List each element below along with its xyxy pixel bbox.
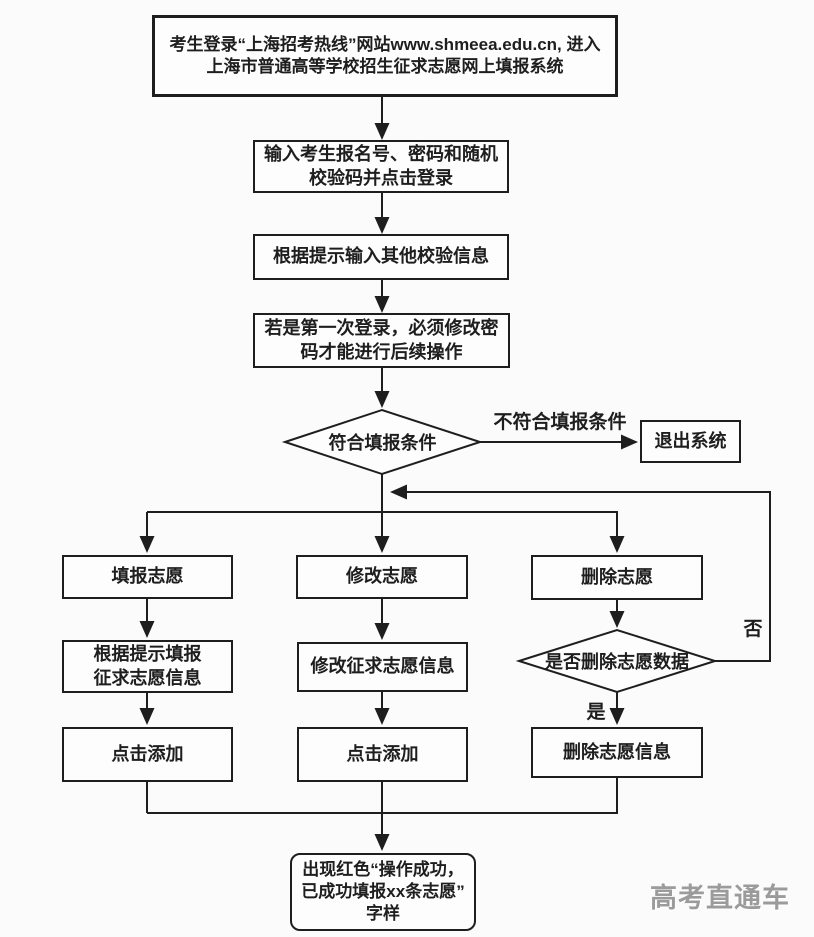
delete-decision-label: 是否删除志愿数据 (545, 652, 689, 672)
node-fill-click-add: 点击添加 (62, 727, 233, 782)
node-fill-volunteer: 填报志愿 (62, 555, 233, 599)
node-modify-volunteer: 修改志愿 (296, 555, 468, 599)
node-fill-info: 根据提示填报 征求志愿信息 (62, 640, 233, 693)
node-first-login: 若是第一次登录，必须修改密 码才能进行后续操作 (253, 313, 510, 368)
yes-edge-label: 是 (586, 701, 606, 723)
eligibility-decision-label: 符合填报条件 (328, 433, 437, 453)
node-success-message: 出现红色“操作成功， 已成功填报xx条志愿” 字样 (290, 853, 476, 931)
node-login: 考生登录“上海招考热线”网站www.shmeea.edu.cn, 进入 上海市普… (152, 15, 618, 97)
node-exit-system: 退出系统 (640, 420, 741, 463)
edge-no-feedback-loop (390, 484, 771, 662)
not-eligible-edge-label: 不符合填报条件 (493, 411, 627, 433)
node-modify-click-add: 点击添加 (297, 727, 468, 782)
node-delete-volunteer: 删除志愿 (531, 555, 703, 600)
node-other-verification: 根据提示输入其他校验信息 (253, 234, 509, 280)
watermark-text: 高考直通车 (650, 882, 790, 913)
node-modify-info: 修改征求志愿信息 (297, 642, 468, 692)
node-delete-info: 删除志愿信息 (531, 727, 703, 778)
delete-diamond-shape (515, 628, 719, 694)
no-edge-label: 否 (743, 618, 763, 640)
node-input-credentials: 输入考生报名号、密码和随机 校验码并点击登录 (253, 140, 509, 193)
